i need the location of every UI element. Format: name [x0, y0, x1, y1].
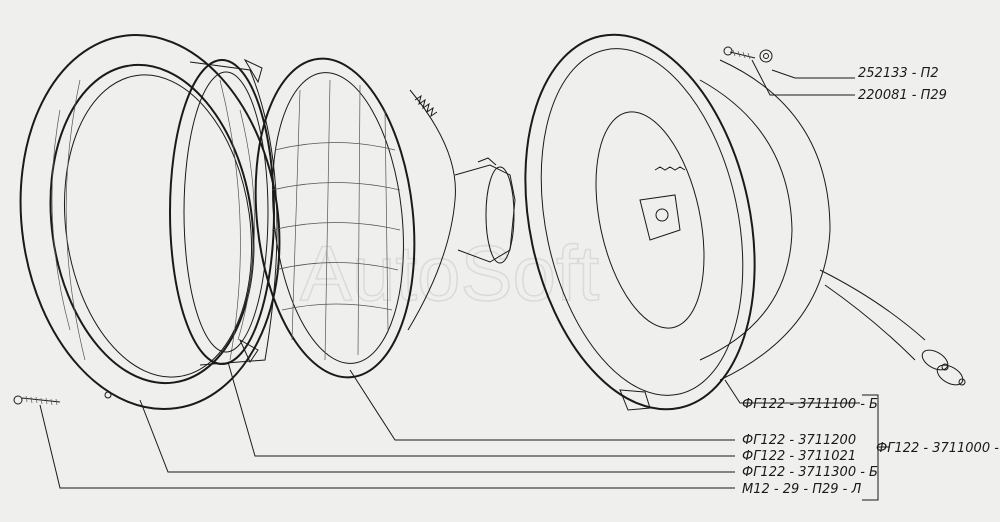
bottom-screw [13, 395, 61, 406]
label-screw-bottom: М12 - 29 - П29 - Л [742, 482, 861, 497]
label-optical-element: ФГ122 - 3711200 [742, 433, 856, 448]
optical-element [254, 57, 516, 379]
leader-lines [39, 59, 890, 501]
label-inner-rim: ФГ122 - 3711021 [742, 449, 856, 464]
watermark: AutoSoft [300, 229, 600, 317]
top-screw-and-washer [723, 46, 773, 63]
label-screw-top: 220081 - П29 [858, 88, 947, 103]
label-washer: 252133 - П2 [858, 66, 939, 81]
label-outer-rim: ФГ122 - 3711300 - Б [742, 465, 878, 480]
label-assembly: ФГ122 - 3711000 - Н [876, 441, 1000, 456]
label-housing: ФГ122 - 3711100 - Б [742, 397, 878, 412]
housing [524, 33, 966, 411]
inner-rim [169, 58, 278, 366]
